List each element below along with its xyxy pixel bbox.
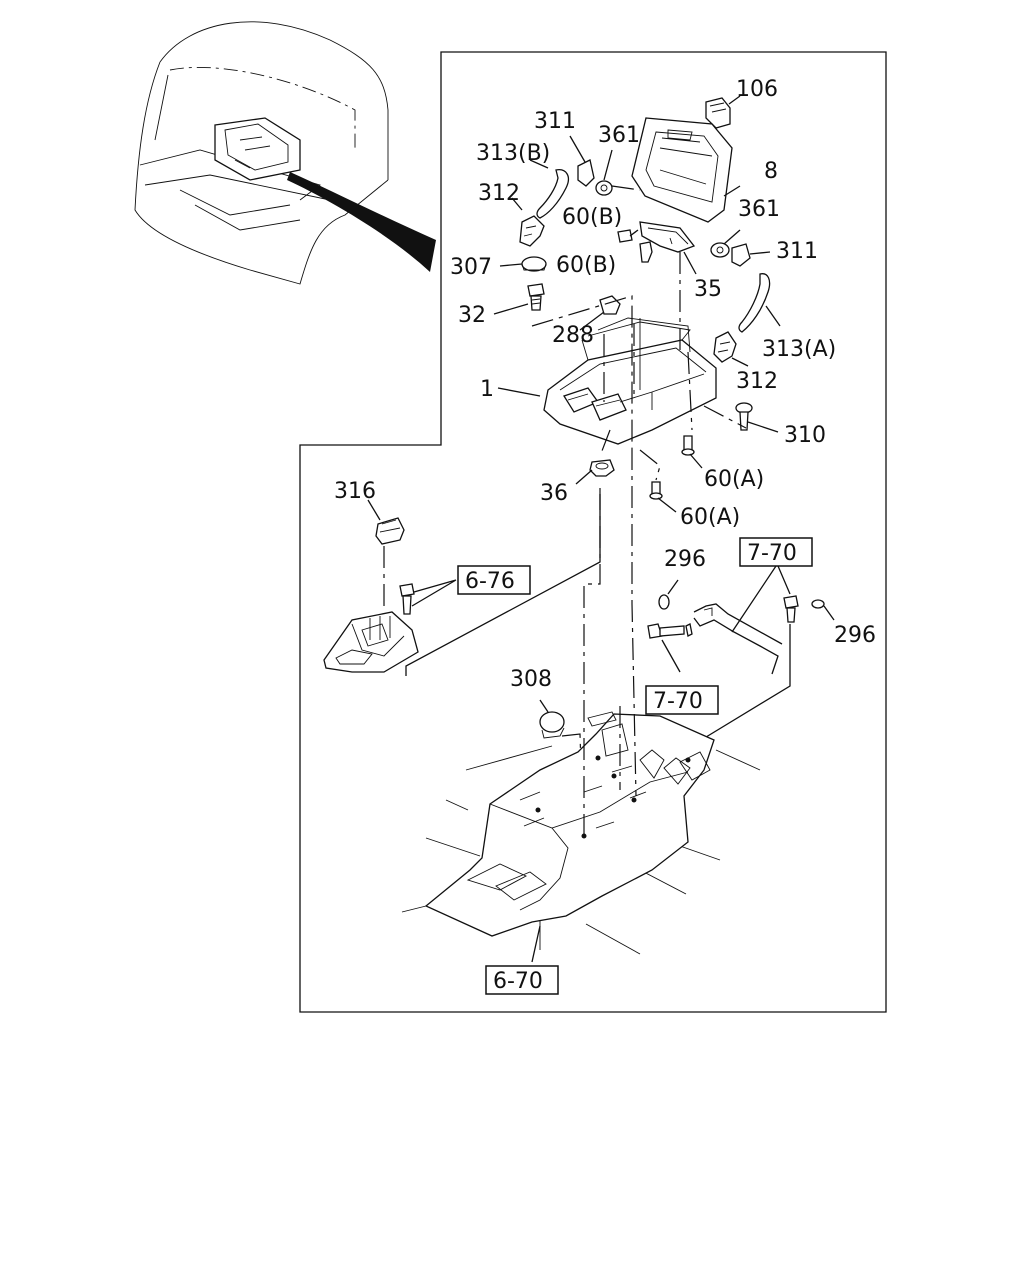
ref-label-7-70-upper: 7-70 (747, 541, 797, 566)
ref-box-7-70-upper[interactable]: 7-70 (739, 537, 813, 567)
part-106-clip (705, 95, 741, 129)
diagram-frame (299, 51, 887, 1013)
part-35-bracket (639, 221, 697, 275)
callout-288: 288 (552, 323, 594, 348)
part-670-floor-console (401, 711, 761, 963)
part-311-lower (731, 243, 771, 267)
part-310-screw (735, 402, 779, 433)
assembly-lines-lower (583, 448, 637, 838)
ref-label-6-76: 6-76 (465, 569, 515, 594)
callout-60a-lower: 60(A) (680, 505, 740, 530)
callout-313b: 313(B) (476, 141, 550, 166)
callout-312-upper: 312 (478, 181, 520, 206)
callout-296-upper: 296 (664, 547, 706, 572)
part-288-clip (579, 295, 621, 331)
part-316-cover (367, 499, 405, 545)
callout-311-upper: 311 (534, 109, 576, 134)
callout-296-right: 296 (834, 623, 876, 648)
callout-32: 32 (458, 303, 486, 328)
callout-8: 8 (764, 159, 778, 184)
part-60a-screw-upper (681, 435, 703, 469)
callout-361-lower: 361 (738, 197, 780, 222)
callout-307: 307 (450, 255, 492, 280)
leader-dash-361-8 (611, 185, 641, 191)
part-361-lower (710, 229, 741, 258)
part-32-bolt (493, 283, 545, 315)
part-1-overhead-tray (497, 317, 717, 445)
callout-308: 308 (510, 667, 552, 692)
callout-311-lower: 311 (776, 239, 818, 264)
assembly-lines-upper (531, 252, 747, 481)
part-8-bezel (631, 117, 741, 223)
part-313b-strap (529, 159, 570, 219)
callout-60a-upper: 60(A) (704, 467, 764, 492)
ref-box-6-76[interactable]: 6-76 (457, 565, 531, 595)
inset-pointer-wedge (287, 172, 436, 272)
vehicle-overview-inset (134, 21, 436, 285)
part-308-cap (539, 699, 583, 801)
part-60b-screw-lower (639, 241, 653, 263)
part-770-bracket (647, 565, 835, 749)
ref-label-7-70-lower: 7-70 (653, 689, 703, 714)
callout-60b-lower: 60(B) (556, 253, 616, 278)
part-361-upper (595, 149, 613, 196)
callout-316: 316 (334, 479, 376, 504)
part-313a-strap (738, 273, 781, 333)
callout-60b-upper: 60(B) (562, 205, 622, 230)
part-312-lower-clip (713, 331, 749, 367)
ref-box-7-70-lower[interactable]: 7-70 (645, 685, 719, 715)
part-312-upper-clip (511, 197, 545, 247)
part-60b-screw-upper (617, 229, 639, 243)
callout-312-lower: 312 (736, 369, 778, 394)
part-36-grommet (575, 459, 615, 485)
part-60a-screw-lower (649, 481, 677, 513)
callout-36: 36 (540, 481, 568, 506)
ref-label-6-70: 6-70 (493, 969, 543, 994)
callout-35: 35 (694, 277, 722, 302)
part-311-upper (569, 135, 595, 187)
part-676-shifter-bracket (323, 546, 419, 673)
callout-106: 106 (736, 77, 778, 102)
callout-1: 1 (480, 377, 494, 402)
part-307-cap (499, 256, 547, 272)
callout-361-upper: 361 (598, 123, 640, 148)
callout-310: 310 (784, 423, 826, 448)
part-676-bolt (399, 579, 457, 615)
ref-box-6-70[interactable]: 6-70 (485, 965, 559, 995)
callout-313a: 313(A) (762, 337, 836, 362)
